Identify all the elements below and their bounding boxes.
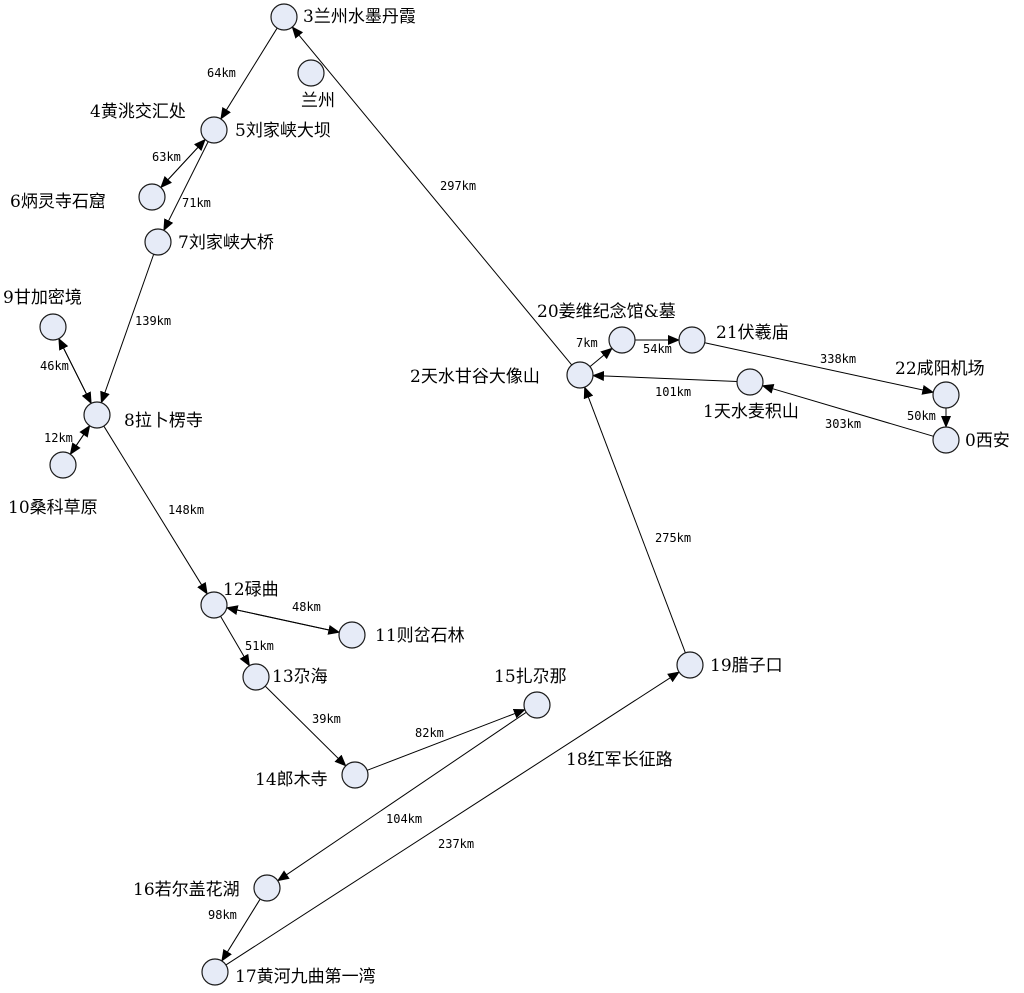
edge-distance-label: 54km [643,342,672,356]
edge-19-to-2 [583,386,686,654]
node-12-marker [200,591,228,619]
node-5-label: 5刘家峡大坝 [235,121,331,141]
node-4-label: 4黄洮交汇处 [90,102,186,122]
node-20-label: 20姜维纪念馆&墓 [537,301,676,322]
edge-0-to-1 [761,384,934,437]
edge-distance-label: 46km [40,359,69,373]
node-11-label: 11则岔石林 [375,626,465,646]
edge-1-to-2 [591,370,738,382]
node-9-label: 9甘加密境 [3,288,82,308]
edge-distance-label: 148km [168,503,204,517]
edge-distance-label: 51km [245,639,274,653]
node-6-marker [138,183,166,211]
edge-distance-label: 48km [292,600,321,614]
node-2-label: 2天水甘谷大像山 [410,367,540,387]
edge-distance-label: 63km [152,150,181,164]
edge-distance-label: 7km [576,336,598,350]
edge-distance-label: 237km [438,837,474,851]
node-10-marker [49,451,77,479]
edge-5-to-7 [163,141,209,232]
node-11-marker [338,621,366,649]
edge-distance-label: 50km [907,409,936,423]
node-3-marker [270,3,298,31]
labels: 303km 101km 297km 64km 63km 71km 139km 46km 12km… [3,7,1010,987]
node-18-label: 18红军长征路 [566,750,673,770]
edge-distance-label: 338km [820,352,856,366]
node-5-marker [200,116,228,144]
node-7-label: 7刘家峡大桥 [178,233,274,253]
node-14-label: 14郎木寺 [255,770,328,790]
node-17-marker [201,958,229,986]
edge-11-to-12 [225,605,340,633]
node-14-marker [341,761,369,789]
node-15-label: 15扎尕那 [494,667,567,687]
edge-distance-label: 71km [182,196,211,210]
edge-12-to-13 [220,615,250,667]
node-13-label: 13尕海 [272,667,328,687]
node-20-marker [608,326,636,354]
node-0-label: 0西安 [965,431,1010,451]
edge-distance-label: 64km [207,66,236,80]
node-17-label: 17黄河九曲第一湾 [235,967,376,987]
edge-21-to-22 [704,342,935,395]
node-12-label: 12碌曲 [223,580,279,600]
node-8-label: 8拉卜楞寺 [124,411,203,431]
edge-3-to-5 [220,27,278,120]
node-19-label: 19腊子口 [710,656,783,676]
node-16-marker [253,874,281,902]
node-22-marker [932,381,960,409]
nodes [39,3,960,986]
node-0-marker [932,426,960,454]
node-lanzhou-marker [297,59,325,87]
node-8-marker [83,401,111,429]
edge-2-to-3 [291,26,573,366]
node-7-marker [144,228,172,256]
edge-distance-label: 104km [386,812,422,826]
node-21-marker [678,326,706,354]
edges [58,26,951,966]
node-1-label: 1天水麦积山 [703,402,799,422]
edge-9-to-8 [58,338,92,405]
edge-distance-label: 98km [208,908,237,922]
edge-7-to-8 [100,254,155,404]
edge-15-to-16 [276,711,527,882]
node-2-marker [566,361,594,389]
edge-6-to-5 [160,138,206,188]
edge-10-to-8 [69,424,91,455]
node-3-label: 3兰州水墨丹霞 [303,7,416,27]
node-15-marker [523,691,551,719]
edge-distance-label: 303km [825,417,861,431]
edge-distance-label: 297km [440,179,476,193]
edge-2-to-20 [589,347,613,368]
node-1-marker [736,368,764,396]
edge-distance-label: 101km [655,385,691,399]
edge-16-to-17 [221,898,261,962]
node-22-label: 22咸阳机场 [895,359,985,379]
node-21-label: 21伏羲庙 [716,323,789,343]
edge-14-to-15 [366,708,526,771]
edge-distance-label: 275km [655,531,691,545]
edge-13-to-14 [264,685,347,767]
edge-distance-label: 39km [312,712,341,726]
edge-distance-label: 139km [135,314,171,328]
edge-distance-label: 82km [415,726,444,740]
node-10-label: 10桑科草原 [8,498,98,518]
node-lanzhou-label: 兰州 [301,91,335,111]
edge-8-to-12 [103,425,208,595]
node-9-marker [39,313,67,341]
node-16-label: 16若尔盖花湖 [133,880,240,900]
node-13-marker [242,663,270,691]
edge-17-to-19 [225,671,680,966]
edge-distance-label: 12km [44,431,73,445]
node-19-marker [676,651,704,679]
node-6-label: 6炳灵寺石窟 [10,192,106,212]
